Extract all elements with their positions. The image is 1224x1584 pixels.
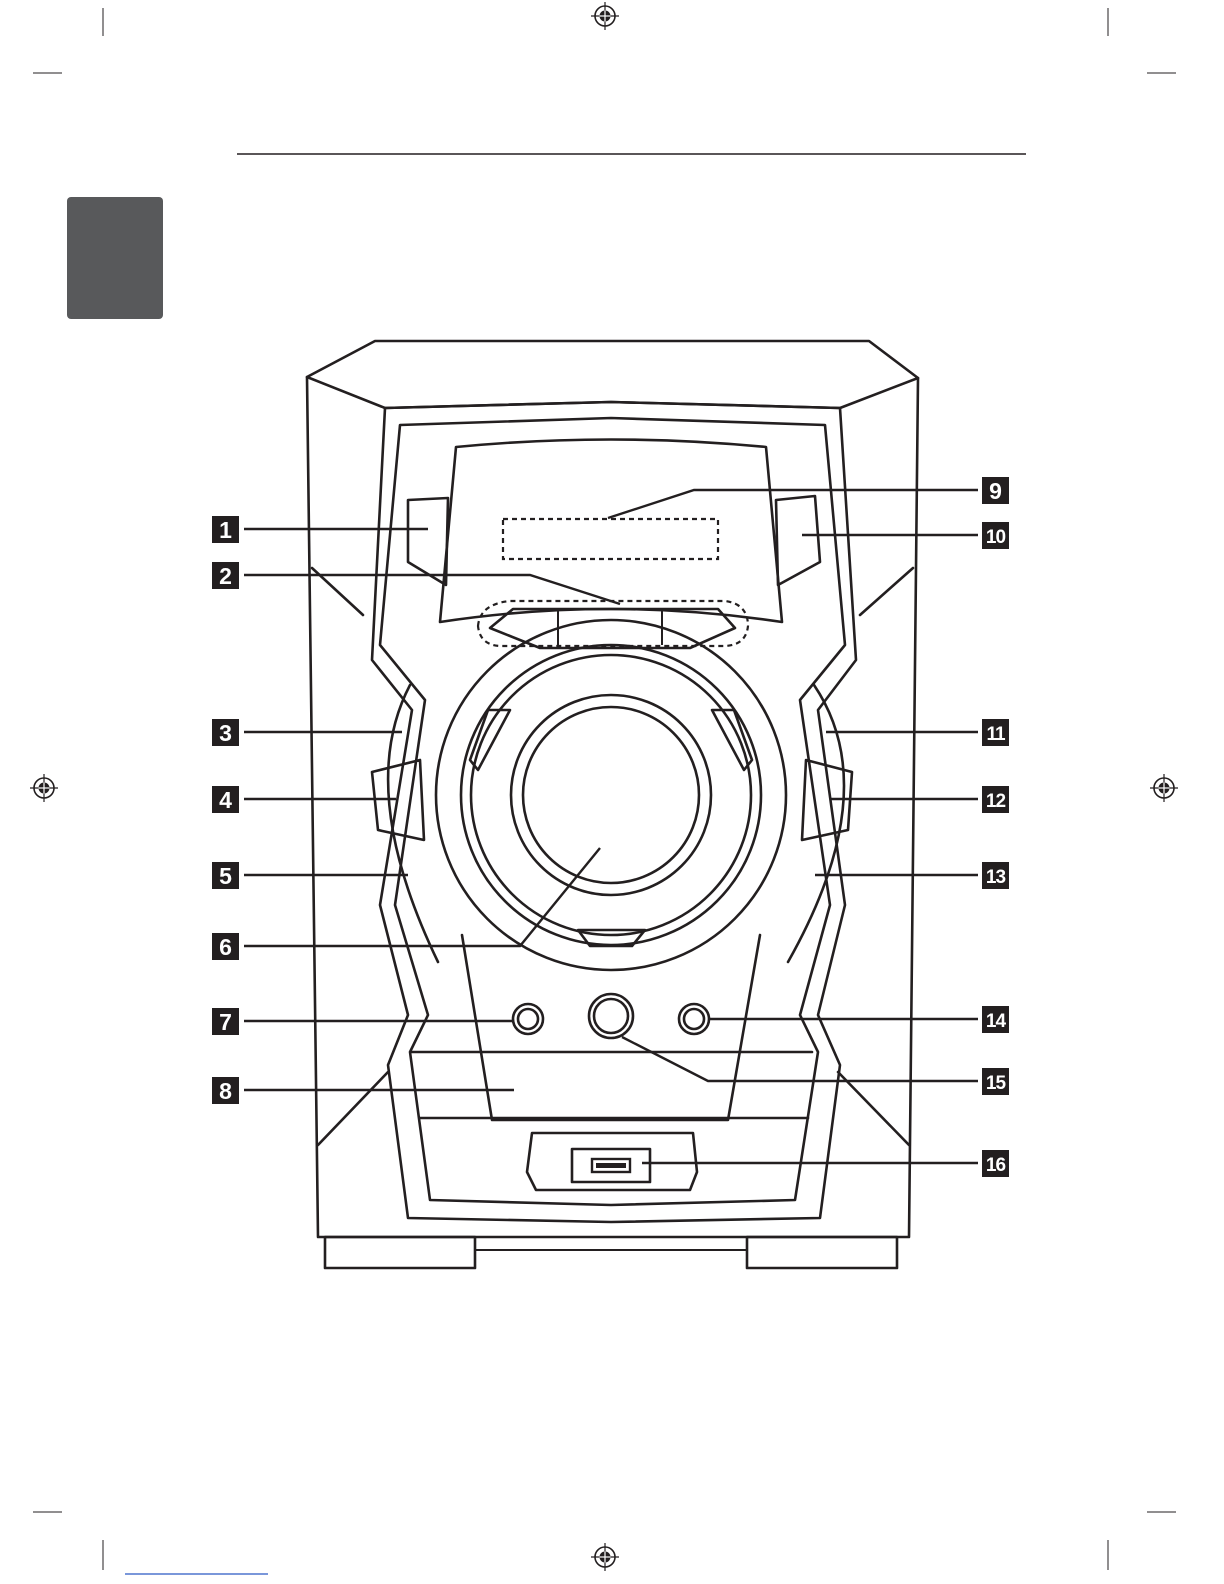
usb-port-housing [527,1133,697,1190]
callout-5: 5 [212,862,239,889]
svg-text:6: 6 [219,934,232,960]
volume-knob-inner [594,999,628,1033]
callout-3: 3 [212,719,239,746]
lower-center-panel [462,935,760,1120]
callout-15: 15 [982,1068,1009,1095]
top-lid [307,341,918,408]
svg-text:8: 8 [219,1078,232,1104]
left-jack-inner [518,1009,538,1029]
callout-7: 7 [212,1008,239,1035]
display-window [503,519,718,559]
speaker-unit [307,341,918,1268]
right-jack-inner [684,1009,704,1029]
left-side-speaker [372,685,438,962]
right-handle-slot [776,496,820,585]
callout-12: 12 [982,786,1009,813]
registration-mark-icon [30,774,58,802]
callout-1: 1 [212,516,239,543]
top-control-panel [440,440,782,623]
svg-text:5: 5 [219,863,232,889]
registration-mark-icon [591,2,619,30]
svg-text:1: 1 [219,517,232,543]
usb-port-icon [592,1159,630,1172]
svg-text:16: 16 [986,1155,1006,1176]
woofer [436,620,786,970]
callout-8: 8 [212,1077,239,1104]
section-tab [67,197,163,319]
svg-text:10: 10 [986,527,1006,548]
svg-text:12: 12 [986,791,1006,812]
svg-text:2: 2 [219,563,232,589]
svg-text:3: 3 [219,720,232,746]
registration-mark-icon [1150,774,1178,802]
callout-6: 6 [212,933,239,960]
registration-mark-icon [591,1543,619,1571]
svg-text:14: 14 [986,1011,1007,1032]
front-frame-outer [372,402,856,1222]
volume-knob [589,994,633,1038]
control-buttons [478,601,748,648]
svg-text:15: 15 [986,1073,1007,1094]
callout-11: 11 [982,719,1009,746]
svg-text:4: 4 [219,787,232,813]
leader-lines [244,490,978,1163]
base-feet [325,1237,897,1268]
callout-9: 9 [982,477,1009,504]
callout-10: 10 [982,522,1009,549]
callout-4: 4 [212,786,239,813]
body-outline [307,377,918,1237]
left-handle-slot [408,498,448,585]
svg-text:13: 13 [986,867,1006,888]
callout-13: 13 [982,862,1009,889]
svg-text:9: 9 [989,478,1002,504]
callout-14: 14 [982,1006,1009,1033]
svg-text:7: 7 [219,1009,232,1035]
callout-16: 16 [982,1150,1009,1177]
svg-text:11: 11 [986,724,1006,745]
callout-2: 2 [212,562,239,589]
